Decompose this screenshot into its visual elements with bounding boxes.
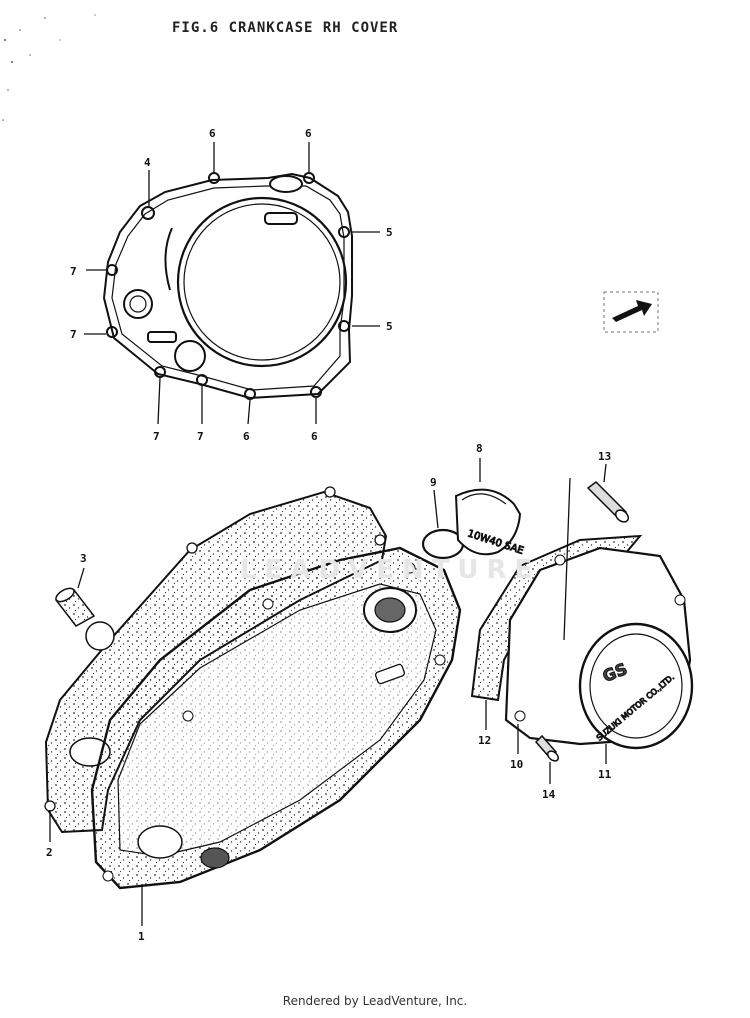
callouts-parts: 8 9 13 3 12 10 11 14 2 1	[46, 442, 612, 943]
callout-14: 14	[542, 788, 556, 801]
callout-11: 11	[598, 768, 612, 781]
callout-7-b: 7	[70, 328, 77, 341]
crankcase-cover	[90, 546, 462, 890]
front-arrow-icon	[603, 291, 659, 333]
watermark-text: LEADVENTURE	[240, 555, 541, 585]
gasket-outline-diagram	[102, 172, 353, 400]
callout-9: 9	[430, 476, 437, 489]
callout-2: 2	[46, 846, 53, 859]
dowel-pin	[54, 587, 96, 627]
figure-title: FIG.6 CRANKCASE RH COVER	[172, 20, 399, 36]
oil-filler-cap: 10W40 SAE	[454, 488, 525, 557]
scan-noise	[2, 14, 96, 121]
callout-7-c: 7	[153, 430, 160, 443]
leader-lines-parts	[49, 458, 607, 926]
callout-6-a: 6	[209, 127, 216, 140]
callout-12: 12	[478, 734, 491, 747]
callout-3: 3	[80, 552, 87, 565]
callout-10: 10	[510, 758, 523, 771]
callout-7-d: 7	[197, 430, 204, 443]
callout-13: 13	[598, 450, 611, 463]
cover-logo-marking: GS	[600, 659, 630, 686]
screw-short	[534, 734, 560, 762]
footer-credit: Rendered by LeadVenture, Inc.	[282, 994, 468, 1008]
callout-7-a: 7	[70, 265, 77, 278]
callout-6-c: 6	[243, 430, 250, 443]
callout-6-b: 6	[305, 127, 312, 140]
callout-5-b: 5	[386, 320, 393, 333]
callouts-top: 6 6 4 5 7 7 5 7 7 6 6	[70, 127, 393, 443]
leader-lines-top	[84, 142, 380, 425]
callout-5-a: 5	[386, 226, 393, 239]
screw-long	[586, 481, 630, 523]
callout-6-d: 6	[311, 430, 318, 443]
callout-8: 8	[476, 442, 483, 455]
clutch-cover: GS SUZUKI MOTOR CO.,LTD.	[504, 546, 694, 750]
callout-4: 4	[144, 156, 151, 169]
callout-1: 1	[138, 930, 145, 943]
